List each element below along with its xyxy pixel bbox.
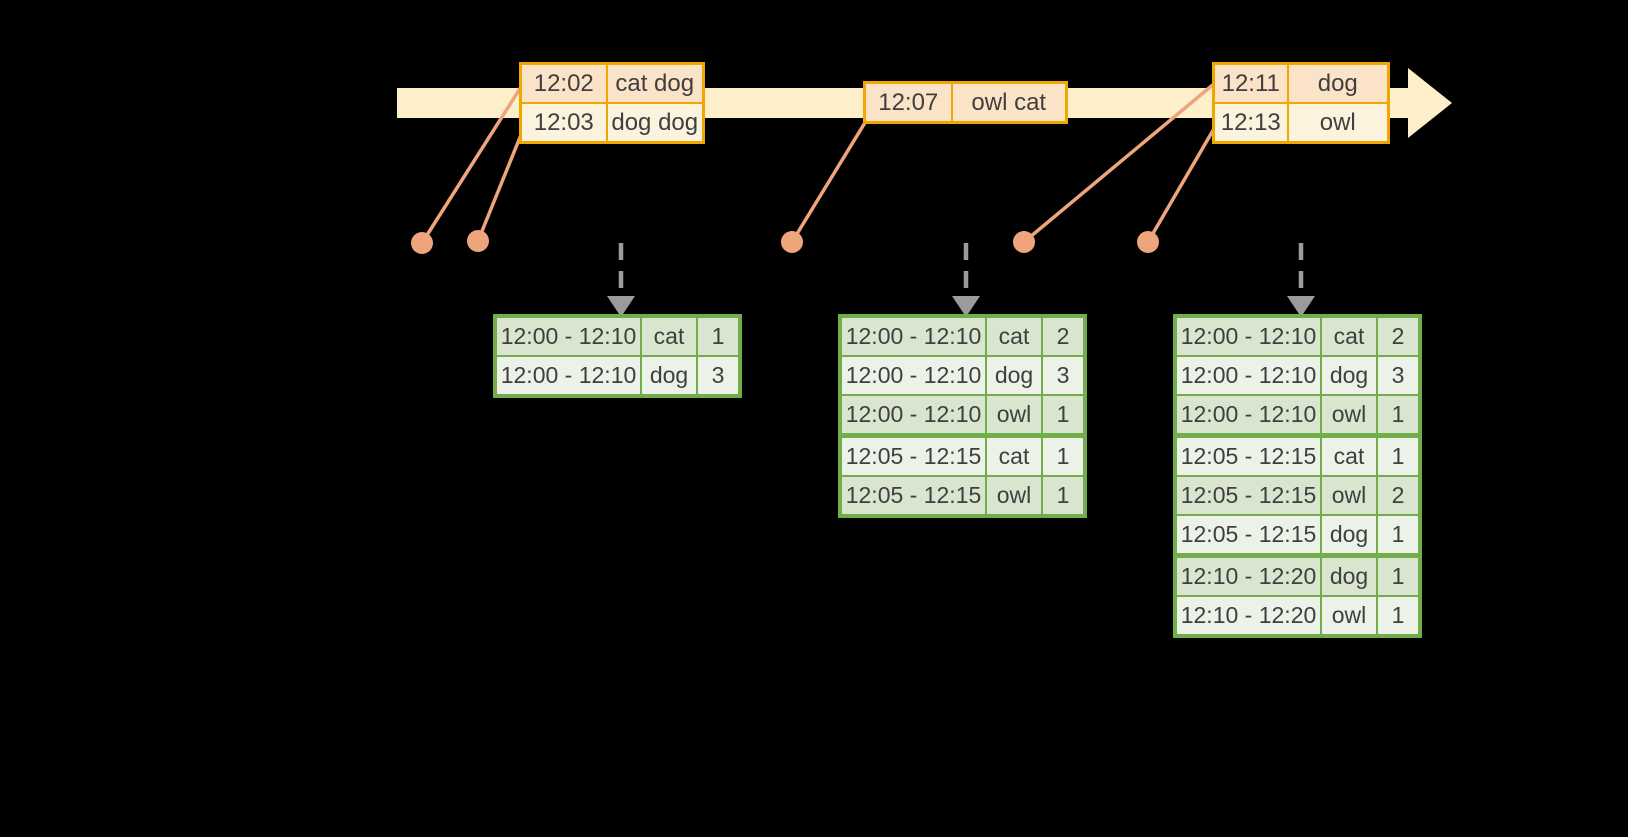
count-cell: 1 — [1041, 433, 1086, 477]
window-cell: 12:05 - 12:15 — [839, 475, 987, 517]
event-time-cell: 12:02 — [519, 62, 608, 104]
count-cell: 1 — [1376, 394, 1421, 437]
count-cell: 1 — [1376, 514, 1421, 557]
window-cell: 12:00 - 12:10 — [494, 315, 642, 357]
window-cell: 12:05 - 12:15 — [1174, 514, 1322, 557]
connector-line — [1022, 81, 1217, 244]
count-cell: 2 — [1041, 315, 1086, 357]
count-cell: 2 — [1376, 475, 1421, 516]
word-cell: owl — [985, 475, 1043, 517]
event-words-cell: dog — [1286, 62, 1390, 104]
word-cell: dog — [1320, 553, 1378, 597]
count-cell: 1 — [1376, 595, 1421, 637]
trigger-arrow-head — [607, 296, 635, 317]
event-words-cell: dog dog — [605, 102, 705, 144]
window-cell: 12:00 - 12:10 — [839, 315, 987, 357]
window-cell: 12:00 - 12:10 — [839, 394, 987, 437]
window-cell: 12:00 - 12:10 — [1174, 315, 1322, 357]
word-cell: cat — [1320, 433, 1378, 477]
word-cell: owl — [1320, 475, 1378, 516]
window-cell: 12:05 - 12:15 — [1174, 475, 1322, 516]
event-dot — [1137, 231, 1159, 253]
event-words-cell: owl — [1286, 102, 1390, 144]
window-cell: 12:10 - 12:20 — [1174, 595, 1322, 637]
event-time-cell: 12:07 — [863, 81, 953, 124]
word-cell: cat — [985, 315, 1043, 357]
event-words-cell: cat dog — [605, 62, 705, 104]
connector-line — [1146, 126, 1217, 243]
connector-line — [420, 86, 523, 244]
word-cell: dog — [640, 355, 698, 397]
window-cell: 12:00 - 12:10 — [839, 355, 987, 396]
window-cell: 12:00 - 12:10 — [1174, 355, 1322, 396]
event-dot — [467, 230, 489, 252]
count-cell: 2 — [1376, 315, 1421, 357]
count-cell: 1 — [1376, 553, 1421, 597]
event-dot — [1013, 231, 1035, 253]
trigger-arrow-head — [1287, 296, 1315, 317]
window-cell: 12:00 - 12:10 — [494, 355, 642, 397]
word-cell: cat — [1320, 315, 1378, 357]
word-cell: owl — [1320, 394, 1378, 437]
event-words-cell: owl cat — [950, 81, 1068, 124]
window-cell: 12:05 - 12:15 — [839, 433, 987, 477]
word-cell: dog — [1320, 514, 1378, 557]
event-dot — [781, 231, 803, 253]
word-cell: cat — [985, 433, 1043, 477]
count-cell: 3 — [1041, 355, 1086, 396]
count-cell: 1 — [1041, 475, 1086, 517]
word-cell: owl — [985, 394, 1043, 437]
count-cell: 1 — [696, 315, 741, 357]
count-cell: 3 — [1376, 355, 1421, 396]
count-cell: 3 — [696, 355, 741, 397]
count-cell: 1 — [1041, 394, 1086, 437]
word-cell: cat — [640, 315, 698, 357]
event-time-cell: 12:11 — [1212, 62, 1289, 104]
connector-line — [476, 124, 527, 242]
window-cell: 12:05 - 12:15 — [1174, 433, 1322, 477]
word-cell: dog — [1320, 355, 1378, 396]
event-time-cell: 12:03 — [519, 102, 608, 144]
connector-line — [790, 120, 868, 243]
window-cell: 12:00 - 12:10 — [1174, 394, 1322, 437]
trigger-arrow-head — [952, 296, 980, 317]
count-cell: 1 — [1376, 433, 1421, 477]
word-cell: owl — [1320, 595, 1378, 637]
event-time-cell: 12:13 — [1212, 102, 1289, 144]
event-dot — [411, 232, 433, 254]
word-cell: dog — [985, 355, 1043, 396]
window-cell: 12:10 - 12:20 — [1174, 553, 1322, 597]
